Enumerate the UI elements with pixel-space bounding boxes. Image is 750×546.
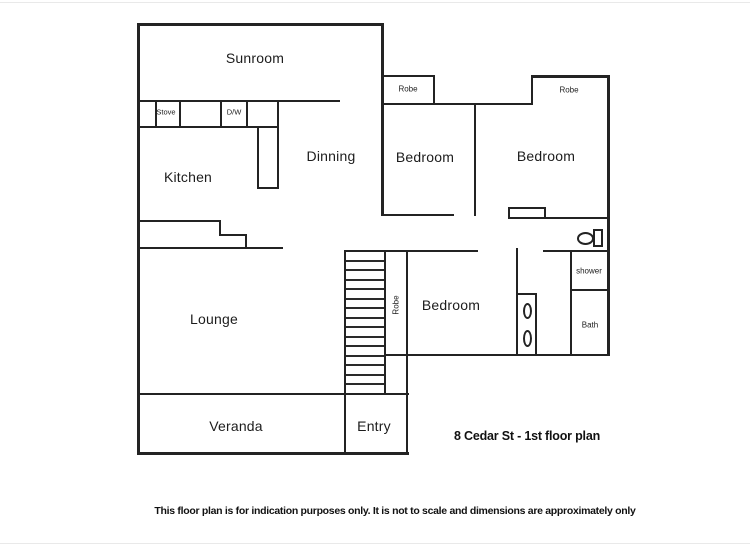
wall	[474, 103, 476, 216]
wall	[381, 23, 384, 216]
fixture-label-dishwasher: D/W	[226, 107, 242, 117]
plan-title: 8 Cedar St - 1st floor plan	[453, 429, 601, 443]
wall	[382, 75, 434, 77]
room-label-lounge: Lounge	[190, 311, 238, 327]
stair-tread	[346, 364, 384, 366]
stair-tread	[346, 326, 384, 328]
cupboard-door-handle-icon	[523, 303, 532, 319]
fixture-label-shower: shower	[576, 266, 602, 276]
wall	[344, 250, 346, 455]
wall	[385, 354, 609, 356]
kitchen-bench-outline	[220, 234, 247, 236]
stair-tread	[346, 307, 384, 309]
toilet-cistern-icon	[593, 229, 603, 247]
room-label-sunroom: Sunroom	[225, 50, 285, 66]
wall	[384, 250, 386, 395]
stair-tread	[346, 374, 384, 376]
toilet-icon	[577, 232, 594, 245]
kitchen-counter-divider	[179, 100, 181, 127]
fixture-label-robe-1: Robe	[398, 84, 418, 94]
wall	[433, 75, 435, 105]
photo-edge-top	[0, 2, 750, 3]
disclaimer-text: This floor plan is for indication purpos…	[154, 505, 636, 517]
wall	[137, 393, 409, 395]
cupboard-outline	[535, 293, 537, 356]
wall	[508, 217, 609, 219]
room-label-dinning: Dinning	[306, 148, 356, 164]
fixture-label-bath: Bath	[581, 320, 599, 330]
room-label-bedroom-3: Bedroom	[421, 297, 481, 313]
room-label-bedroom-1: Bedroom	[395, 149, 455, 165]
wall	[257, 187, 279, 189]
wall	[382, 103, 531, 105]
stair-tread	[346, 317, 384, 319]
wall	[607, 75, 610, 356]
photo-edge-bottom	[0, 543, 750, 544]
room-label-kitchen: Kitchen	[163, 169, 213, 185]
kitchen-bench-outline	[137, 220, 221, 222]
kitchen-counter-divider	[220, 100, 222, 127]
stair-tread	[346, 383, 384, 385]
wall	[137, 23, 140, 455]
wall	[137, 23, 384, 26]
stair-tread	[346, 288, 384, 290]
stair-tread	[346, 355, 384, 357]
stair-tread	[346, 336, 384, 338]
kitchen-bench-outline	[219, 220, 221, 236]
room-label-veranda: Veranda	[209, 418, 263, 434]
wall	[531, 75, 533, 105]
kitchen-bench-outline	[245, 234, 247, 249]
cupboard-door-handle-icon	[523, 330, 532, 347]
wall	[406, 250, 408, 455]
wall	[277, 100, 279, 189]
wall	[516, 248, 518, 356]
stair-tread	[346, 279, 384, 281]
fixture-label-robe-hall: Robe	[391, 295, 401, 315]
wall	[344, 250, 478, 252]
wall	[137, 247, 283, 249]
room-label-entry: Entry	[357, 418, 391, 434]
wall	[257, 126, 259, 189]
fixture-label-robe-2: Robe	[559, 85, 579, 95]
kitchen-counter-divider	[155, 100, 157, 127]
stair-tread	[346, 298, 384, 300]
wall	[543, 250, 609, 252]
room-label-bedroom-2: Bedroom	[516, 148, 576, 164]
wall	[571, 289, 609, 291]
wall	[137, 452, 409, 455]
wall	[137, 100, 340, 102]
bedroom-dresser	[508, 207, 546, 219]
wall	[570, 250, 572, 356]
stair-tread	[346, 345, 384, 347]
stair-tread	[346, 269, 384, 271]
wall	[531, 75, 610, 78]
kitchen-counter-divider	[246, 100, 248, 127]
fixture-label-stove: Stove	[156, 107, 176, 117]
wall	[137, 126, 278, 128]
wall	[382, 214, 454, 216]
stair-tread	[346, 260, 384, 262]
cupboard-outline	[517, 293, 537, 295]
